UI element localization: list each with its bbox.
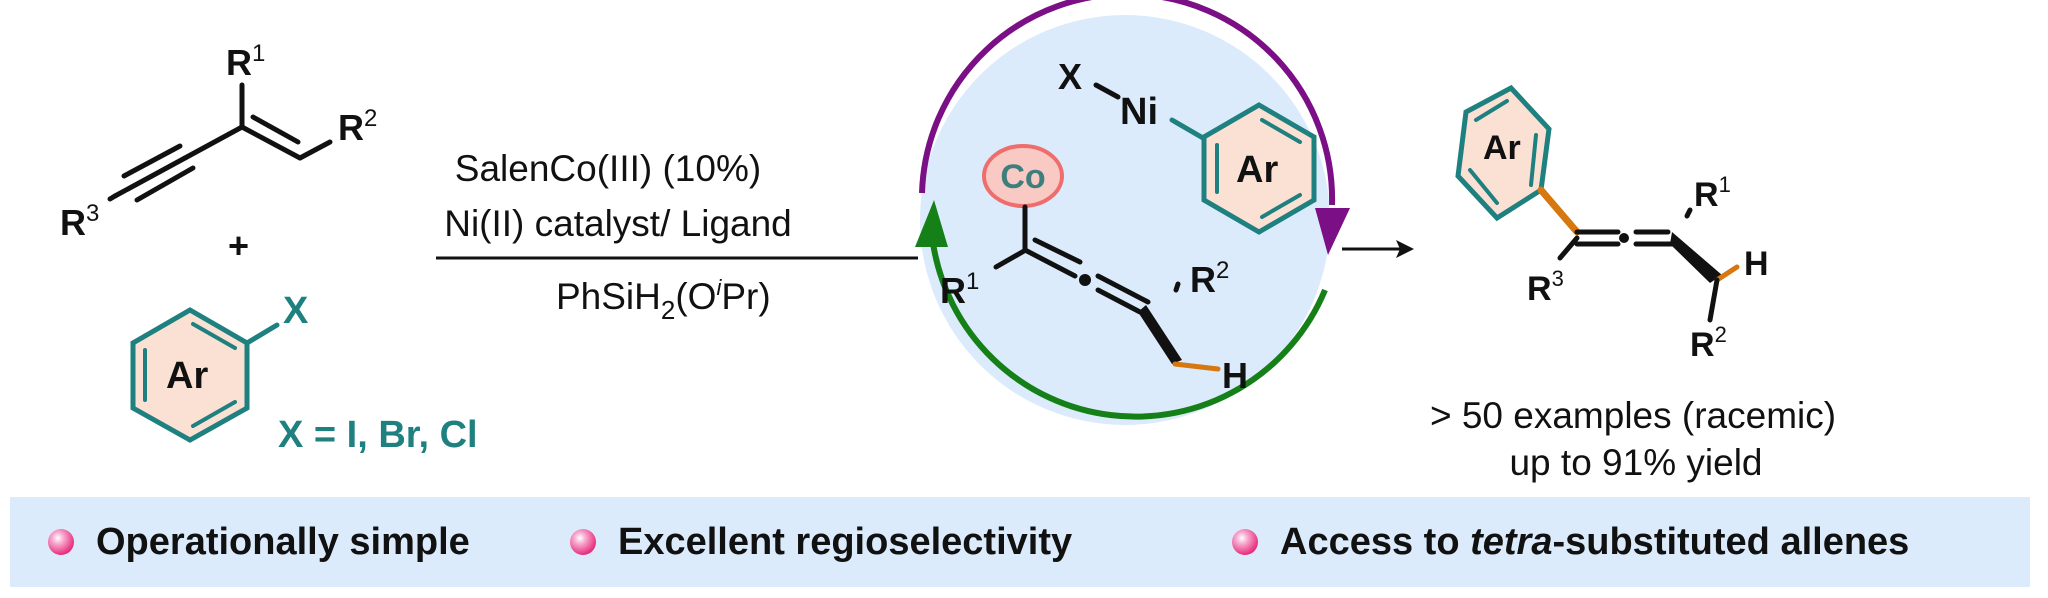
product-ch-bond (1714, 264, 1740, 283)
allene-double-1b (1032, 237, 1083, 265)
feature-item: Excellent regioselectivity (570, 497, 1072, 587)
cycle-ni-label: Ni (1120, 91, 1158, 133)
ni-aryl-bond (1169, 117, 1206, 141)
catalytic-cycle: X Ni Ar Co R1 R2 H (915, 0, 1350, 425)
product-aryl-label: Ar (1483, 129, 1521, 167)
reductive-arrowhead-icon (915, 200, 948, 247)
product-h-label: H (1744, 245, 1769, 283)
product-yield-label: up to 91% yield (1509, 442, 1762, 483)
cobalt-label: Co (1000, 158, 1045, 196)
bullet-icon (1232, 529, 1258, 555)
enyne-triple-1 (121, 143, 183, 179)
bullet-icon (48, 529, 74, 555)
product-scope-label: > 50 examples (racemic) (1430, 395, 1836, 436)
product-allene-bonds (1557, 207, 1693, 261)
enyne-bond-alkene-2 (250, 114, 301, 145)
x-ni-bond (1093, 82, 1121, 100)
feature-text: Operationally simple (96, 520, 470, 563)
product-allene: Ar R1 H R3 R2 (1455, 84, 1769, 364)
cycle-ring-double-3 (1260, 193, 1302, 219)
oxidative-arrowhead-icon (1315, 208, 1350, 255)
feature-text: Excellent regioselectivity (618, 520, 1073, 563)
oxidative-arc (919, 0, 1336, 206)
aryl-ring-label: Ar (166, 355, 208, 397)
hashed-r2-bond (1173, 281, 1181, 293)
enyne-reactant (107, 82, 333, 203)
condition-line-3: PhSiH2(OiPr) (556, 275, 771, 325)
feature-banner: Operationally simple Excellent regiosele… (10, 497, 2030, 587)
allenyl-bonds (993, 204, 1181, 315)
product-r3-bond (1557, 235, 1580, 261)
enyne-bond-r3 (107, 193, 118, 202)
cycle-x-label: X (1058, 56, 1082, 97)
reductive-arc (930, 242, 1328, 420)
enyne-bond-r2 (297, 139, 333, 161)
c-h-bond (1172, 361, 1221, 372)
bullet-icon (570, 529, 596, 555)
aryl-x-bond (244, 322, 280, 346)
feature-text: Access to tetra-substituted allenes (1280, 521, 1909, 564)
feature-item: Access to tetra-substituted allenes (1232, 497, 1909, 587)
product-r2-bond (1707, 277, 1720, 323)
product-ring-double-2 (1529, 133, 1538, 187)
product-wedge-bond (1670, 232, 1722, 283)
allene-center-dot (1079, 274, 1091, 286)
product-r1-label: R1 (1694, 172, 1731, 214)
cycle-r1-label: R1 (940, 268, 979, 311)
enyne-bond-single (182, 124, 245, 161)
feature-text-prefix: Access to (1280, 520, 1471, 563)
enyne-r2-label: R2 (338, 105, 377, 148)
cycle-r2-label: R2 (1190, 257, 1229, 300)
feature-text-suffix: -substituted allenes (1552, 520, 1910, 563)
product-ring-double-1 (1474, 99, 1509, 122)
cycle-h-label: H (1222, 355, 1248, 396)
product-allene-dot (1619, 233, 1629, 243)
halide-options-label: X = I, Br, Cl (278, 414, 478, 456)
enyne-bond-alkene (239, 124, 303, 161)
r1-c-bond (993, 248, 1027, 270)
product-r3-label: R3 (1527, 266, 1564, 308)
aryl-halide-reactant (130, 307, 280, 443)
cycle-aryl-label: Ar (1236, 149, 1278, 191)
product-ring-double-3 (1468, 168, 1499, 205)
aryl-ring-double-3 (191, 400, 237, 428)
product-aryl-bond (1537, 186, 1581, 236)
cycle-ring-double-1 (1260, 118, 1302, 144)
wedge-bond (1138, 305, 1182, 364)
plus-sign: + (228, 225, 249, 266)
enyne-triple-3 (134, 165, 196, 203)
allene-double-2a (1095, 273, 1151, 305)
product-arrowhead-icon (1396, 240, 1414, 258)
aryl-halide-x-label: X (283, 290, 309, 332)
product-r2-label: R2 (1690, 322, 1727, 364)
cycle-background (920, 15, 1330, 425)
enyne-r1-label: R1 (226, 40, 265, 83)
feature-text-italic: tetra (1470, 520, 1553, 563)
condition-line-1: SalenCo(III) (10%) (455, 148, 761, 189)
aryl-ring-double-1 (191, 322, 237, 350)
enyne-triple-2 (112, 155, 188, 199)
allene-double-2b (1095, 287, 1143, 315)
cycle-aryl-ring (1201, 102, 1317, 235)
allene-double-1a (1022, 247, 1078, 279)
product-hashed-r1 (1684, 207, 1693, 219)
condition-line-2: Ni(II) catalyst/ Ligand (444, 203, 792, 244)
enyne-r3-label: R3 (60, 200, 99, 243)
feature-item: Operationally simple (48, 497, 470, 587)
